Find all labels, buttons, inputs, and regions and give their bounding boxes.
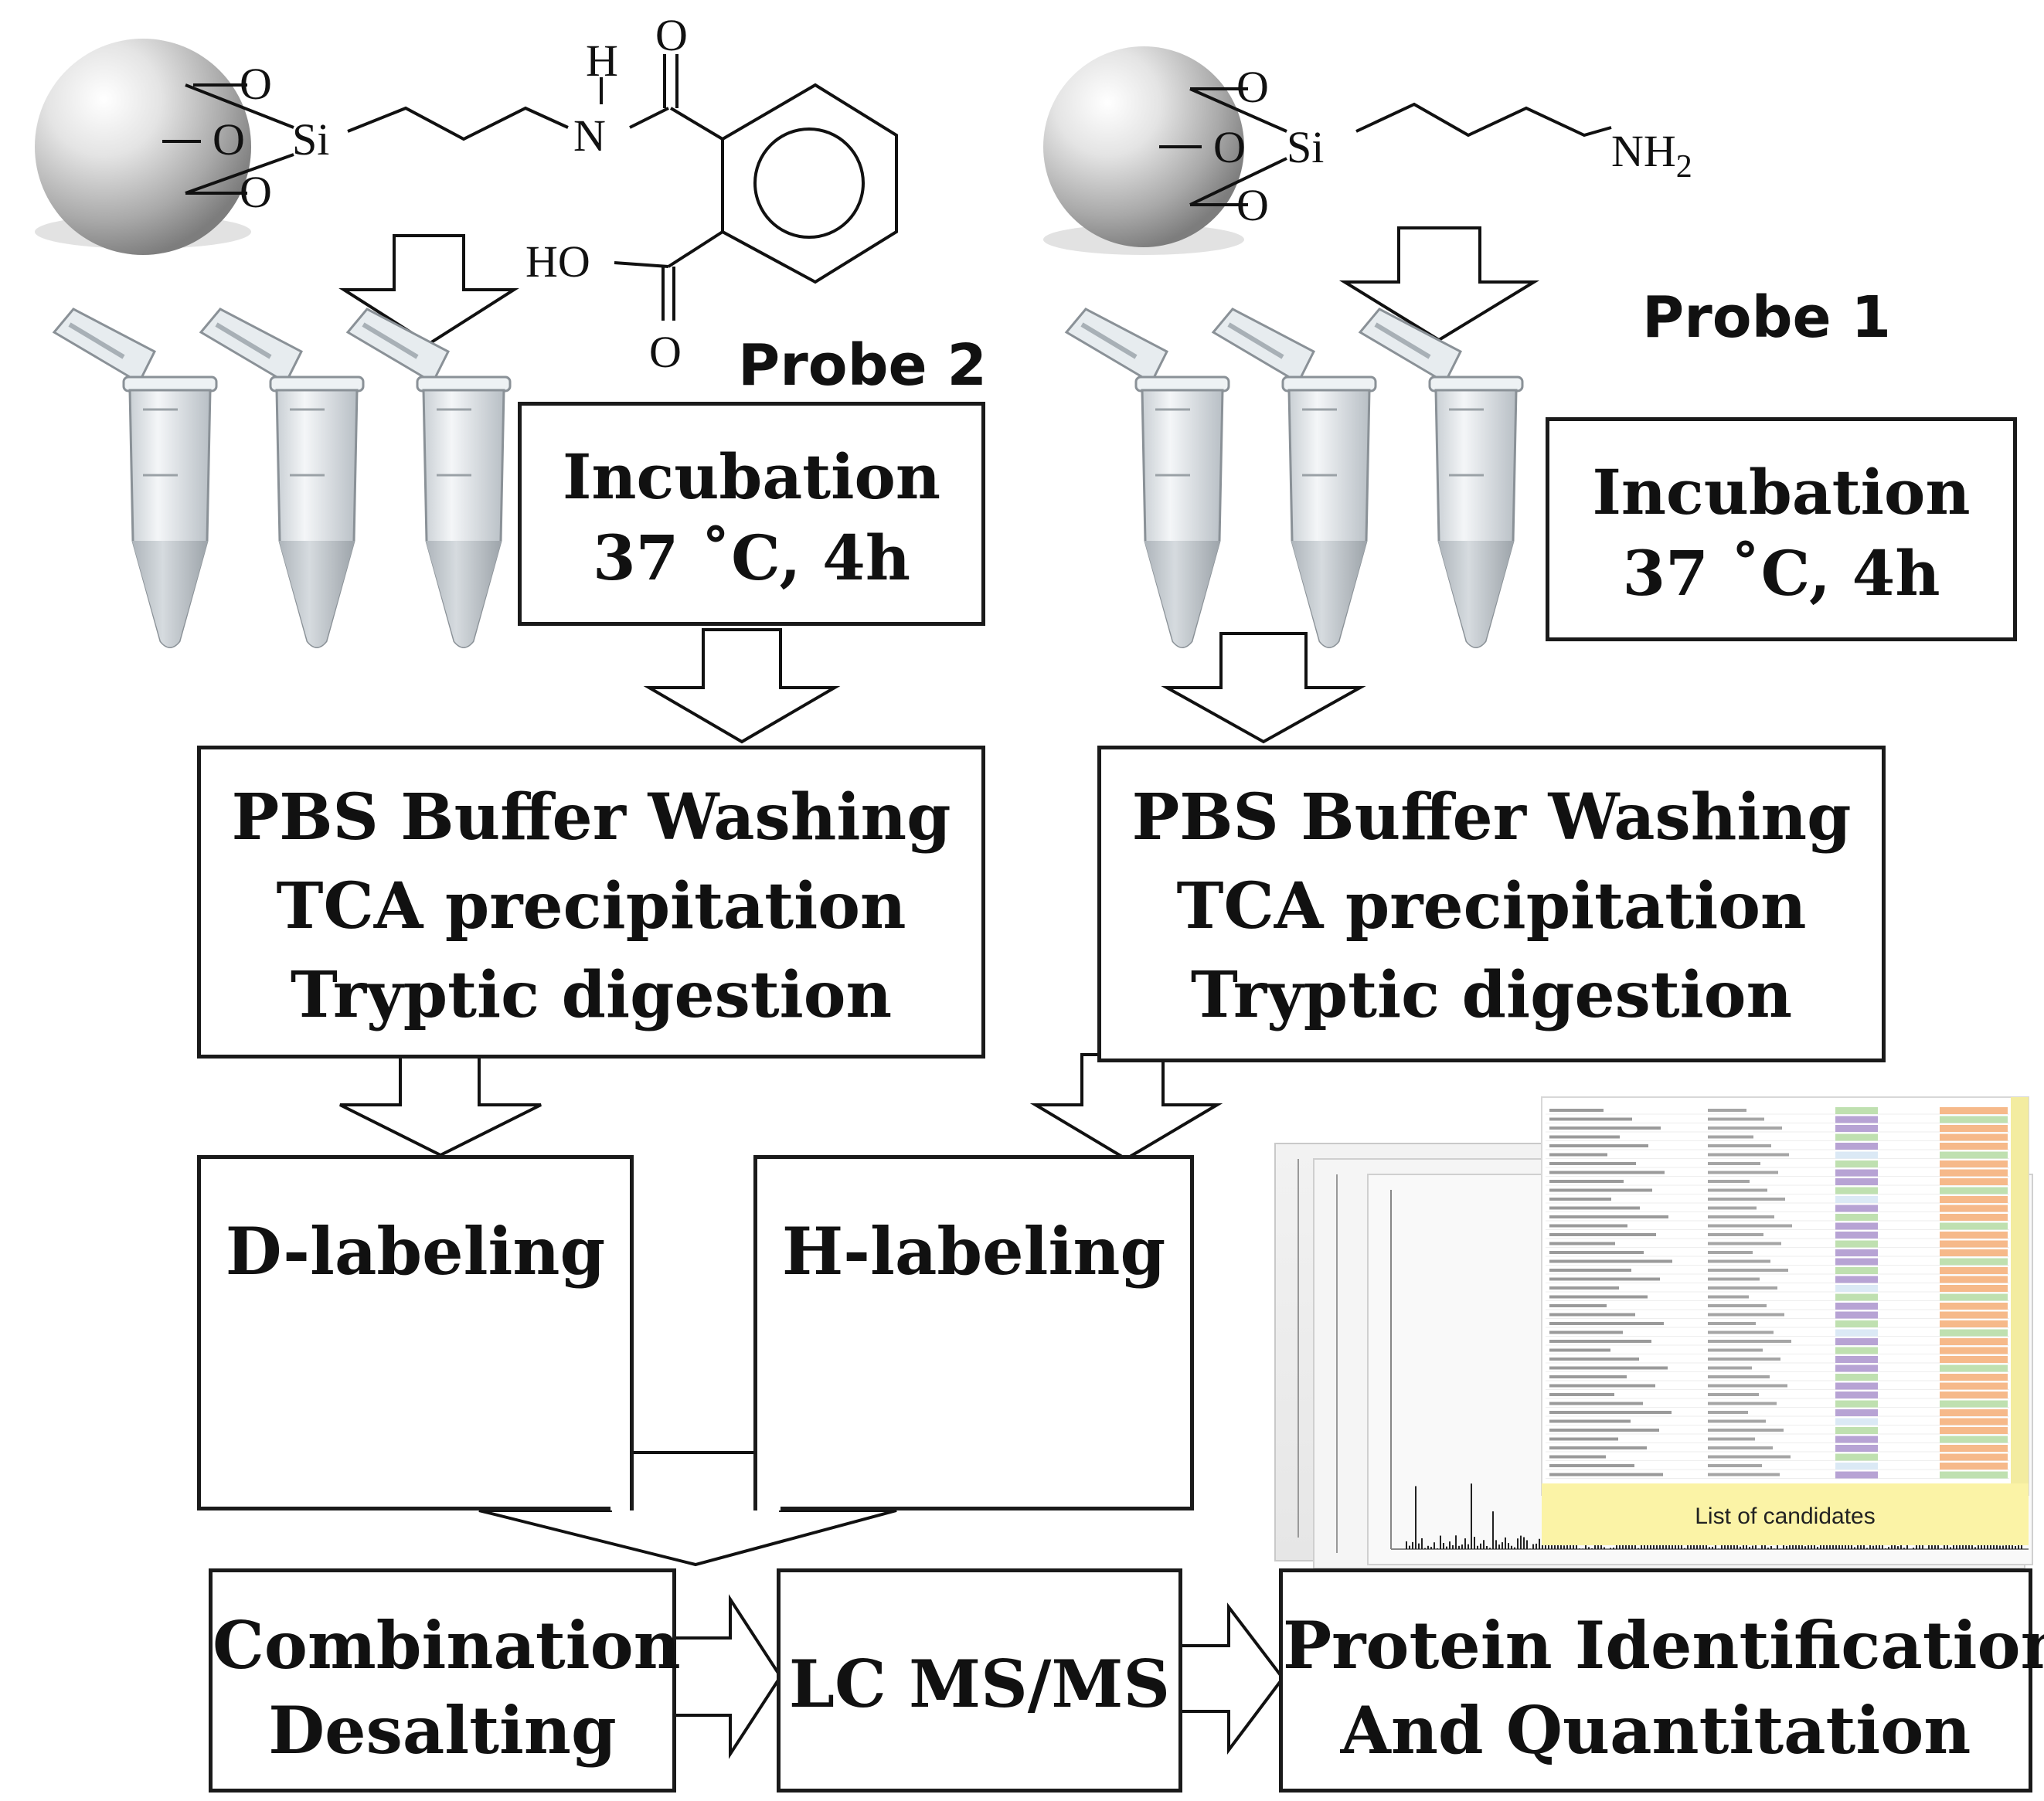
- d-labeling-box-bottom-edge: [197, 1507, 610, 1510]
- tube-5: [1211, 308, 1377, 648]
- probe1-label: Probe 1: [1642, 284, 1891, 351]
- processing-step-precipitation: TCA precipitation: [1176, 869, 1807, 943]
- probe2-label: Probe 2: [738, 332, 987, 399]
- combination-step: Combination: [213, 1607, 681, 1684]
- arrow-processing-to-hlabel: [1029, 1053, 1223, 1161]
- tube-6: [1358, 308, 1524, 648]
- incubation-title: Incubation: [1592, 456, 1971, 528]
- incubation-box-probe2: Incubation 37 ˚C, 4h: [518, 402, 985, 626]
- arrow-lcms-to-protein: [1177, 1602, 1285, 1755]
- probe2-acid-oxygen: O: [649, 327, 682, 377]
- arrow-combination-to-lcms: [671, 1594, 783, 1759]
- d-labeling-title: D-labeling: [225, 1213, 606, 1290]
- h-labeling-title: H-labeling: [781, 1213, 1166, 1290]
- processing-step-precipitation: TCA precipitation: [276, 869, 906, 943]
- probe2-atom-labels: O O O Si H N O HO O: [213, 10, 688, 377]
- processing-step-washing: PBS Buffer Washing: [1131, 780, 1852, 855]
- arrow-processing-to-dlabel: [339, 1053, 542, 1157]
- tube-4: [1064, 308, 1230, 648]
- candidates-caption: List of candidates: [1695, 1504, 1875, 1529]
- bead-sphere-left: [35, 39, 251, 255]
- quantitation-step: And Quantitation: [1340, 1692, 1971, 1769]
- desalting-step: Desalting: [268, 1692, 617, 1769]
- processing-step-digestion: Tryptic digestion: [290, 958, 893, 1032]
- sample-tubes: [52, 308, 1524, 648]
- d-labeling-box: D-labeling: [197, 1155, 634, 1510]
- results-thumbnail: List of candidates: [1274, 1096, 2033, 1569]
- probe1-oxygen-mid: O: [1213, 122, 1246, 172]
- bead-sphere-right: [1043, 46, 1244, 255]
- arrow-incubation-to-processing-left: [643, 628, 841, 744]
- probe2-hydroxyl: HO: [525, 236, 590, 287]
- arrow-incubation-to-processing-right: [1161, 632, 1366, 744]
- probe2-carbonyl-oxygen: O: [655, 10, 688, 60]
- arrow-probe2-into-tubes: [338, 234, 519, 346]
- probe1-silicon: Si: [1287, 122, 1324, 172]
- incubation-conditions: 37 ˚C, 4h: [1622, 537, 1940, 610]
- processing-step-digestion: Tryptic digestion: [1190, 958, 1793, 1032]
- probe2-amide-hydrogen: H: [586, 36, 618, 86]
- processing-box-probe1: PBS Buffer Washing TCA precipitation Try…: [1097, 746, 1886, 1062]
- combination-box: Combination Desalting: [209, 1568, 681, 1793]
- probe2-oxygen-top: O: [240, 59, 272, 109]
- lcms-step: LC MS/MS: [788, 1646, 1171, 1722]
- probe1-structure: [1159, 87, 1612, 206]
- probe1-oxygen-top: O: [1236, 62, 1269, 112]
- probe2-amide-nitrogen: N: [573, 110, 606, 161]
- candidates-caption-panel: [1542, 1483, 2029, 1545]
- protein-box: Protein Identification And Quantitation: [1279, 1568, 2044, 1793]
- probe2-silicon: Si: [292, 114, 329, 165]
- h-labeling-box: H-labeling: [753, 1155, 1194, 1510]
- probe2-oxygen-bottom: O: [240, 167, 272, 217]
- h-labeling-box-bottom-edge: [781, 1507, 1194, 1510]
- incubation-conditions: 37 ˚C, 4h: [593, 522, 910, 594]
- tube-1: [52, 308, 218, 648]
- arrow-probe1-into-tubes: [1338, 226, 1540, 342]
- processing-box-probe2: PBS Buffer Washing TCA precipitation Try…: [197, 746, 985, 1059]
- probe1-atom-labels: O O O Si NH2: [1213, 62, 1692, 230]
- probe2-structure: [162, 54, 898, 321]
- probe2-oxygen-mid: O: [213, 114, 245, 165]
- lcms-box: LC MS/MS: [777, 1568, 1182, 1793]
- tube-2: [199, 308, 365, 648]
- probe1-oxygen-bottom: O: [1236, 180, 1269, 230]
- probe1-amine: NH2: [1611, 126, 1692, 185]
- processing-step-washing: PBS Buffer Washing: [231, 780, 951, 855]
- incubation-box-probe1: Incubation 37 ˚C, 4h: [1546, 417, 2017, 641]
- protein-identification-step: Protein Identification: [1283, 1607, 2044, 1684]
- tube-3: [345, 308, 512, 648]
- incubation-title: Incubation: [562, 440, 941, 513]
- candidate-table-rows: [1546, 1107, 2009, 1479]
